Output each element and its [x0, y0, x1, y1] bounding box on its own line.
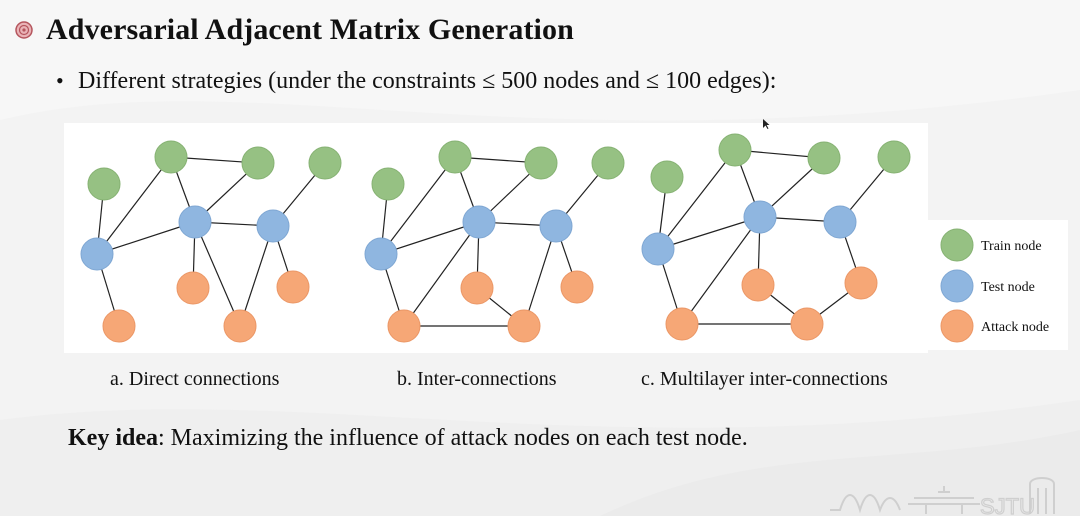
page-title: Adversarial Adjacent Matrix Generation [46, 13, 574, 46]
train-node [877, 140, 911, 174]
attack-node [507, 309, 541, 343]
train-node [371, 167, 405, 201]
key-idea: Key idea: Maximizing the influence of at… [68, 425, 748, 452]
graph-edge [96, 221, 196, 255]
attack-node [844, 266, 878, 300]
graph-edge [657, 216, 761, 250]
attack-node [176, 271, 210, 305]
test-node [256, 209, 290, 243]
slide-title-row: Adversarial Adjacent Matrix Generation [14, 10, 574, 50]
bullet-point: • Different strategies (under the constr… [56, 64, 776, 98]
attack-node [790, 307, 824, 341]
logo-text: SJTU [980, 494, 1035, 516]
seal-icon [15, 21, 33, 39]
attack-node [741, 268, 775, 302]
bullet-dot: • [56, 68, 64, 93]
test-node [364, 237, 398, 271]
legend-label-train: Train node [981, 239, 1042, 254]
test-node [178, 205, 212, 239]
caption-inter: b. Inter-connections [397, 368, 557, 390]
train-node [87, 167, 121, 201]
test-node [743, 200, 777, 234]
node-layer [80, 133, 911, 343]
attack-node [460, 271, 494, 305]
diagram-panel [64, 123, 928, 353]
key-idea-label: Key idea [68, 425, 158, 451]
legend-swatch-attack [940, 309, 974, 343]
graph-edge [380, 156, 456, 255]
legend-label-attack: Attack node [981, 320, 1049, 335]
test-node [80, 237, 114, 271]
edge-layer [96, 149, 895, 327]
graph-edge [380, 221, 480, 255]
mouse-cursor-icon [763, 119, 770, 129]
caption-multilayer: c. Multilayer inter-connections [641, 368, 888, 390]
attack-node [276, 270, 310, 304]
legend-swatch-train [940, 228, 974, 262]
train-node [718, 133, 752, 167]
train-node [438, 140, 472, 174]
legend-label-test: Test node [981, 280, 1035, 295]
train-node [524, 146, 558, 180]
graph-edge [681, 216, 761, 325]
legend-swatch-test [940, 269, 974, 303]
sjtu-logo: SJTU [830, 477, 1055, 516]
graph-edge [194, 221, 241, 327]
attack-node [223, 309, 257, 343]
train-node [154, 140, 188, 174]
attack-node [102, 309, 136, 343]
train-node [241, 146, 275, 180]
graph-edge [96, 156, 172, 255]
train-node [308, 146, 342, 180]
test-node [462, 205, 496, 239]
graph-edge [523, 225, 557, 327]
caption-direct: a. Direct connections [110, 368, 280, 390]
graph-edge [239, 225, 274, 327]
key-idea-text: : Maximizing the influence of attack nod… [158, 425, 748, 451]
attack-node [665, 307, 699, 341]
test-node [823, 205, 857, 239]
graph-edge [403, 221, 480, 327]
attack-node [560, 270, 594, 304]
train-node [807, 141, 841, 175]
test-node [539, 209, 573, 243]
attack-node [387, 309, 421, 343]
train-node [650, 160, 684, 194]
graph-edge [657, 149, 736, 250]
train-node [591, 146, 625, 180]
test-node [641, 232, 675, 266]
bullet-text: Different strategies (under the constrai… [78, 67, 777, 94]
